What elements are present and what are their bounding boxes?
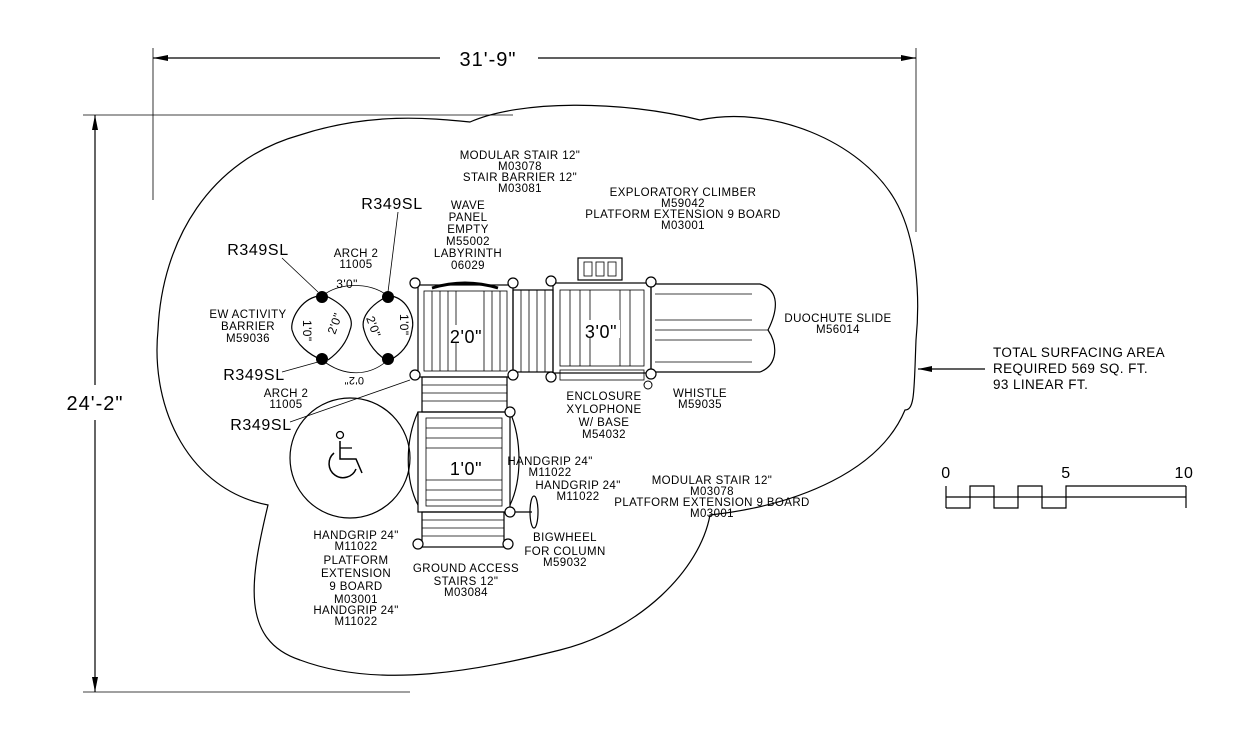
modular-stair-top-4: M03081 [498, 183, 542, 195]
width-dimension: 31'-9" [152, 48, 917, 232]
modular-stair-top-1: MODULAR STAIR 12" [460, 150, 581, 162]
r349-top: R349SL [361, 196, 422, 213]
left-bottom-3: PLATFORM [324, 555, 389, 567]
arch-height-left: 1'0" [300, 320, 314, 342]
height-dimension: 24'-2" [67, 114, 513, 693]
ground-access-1: GROUND ACCESS [413, 563, 519, 575]
ground-access-2: STAIRS 12" [434, 576, 499, 588]
arch-height-mid-a: 2'0" [325, 311, 346, 336]
deck-height-a: 2'0" [450, 327, 482, 347]
scale-label-10: 10 [1175, 465, 1194, 482]
left-bottom-8: M11022 [334, 616, 377, 628]
height-dimension-label: 24'-2" [67, 393, 124, 415]
labels-layer: MODULAR STAIR 12" M03078 STAIR BARRIER 1… [209, 150, 891, 628]
wave-panel-5: LABYRINTH [434, 248, 502, 260]
handgrip-a-1: HANDGRIP 24" [507, 456, 592, 468]
wave-panel-2: PANEL [449, 212, 488, 224]
arch-height-right: 1'0" [397, 314, 411, 336]
arch-bottom-2: 11005 [269, 399, 302, 411]
ground-access-3: M03084 [444, 587, 488, 599]
exploratory-climber-3: PLATFORM EXTENSION 9 BOARD [585, 209, 781, 221]
scale-label-0: 0 [941, 465, 951, 482]
left-bottom-1: HANDGRIP 24" [313, 530, 398, 542]
left-bottom-7: HANDGRIP 24" [313, 605, 398, 617]
bigwheel-2: FOR COLUMN [524, 546, 605, 558]
modular-stair-right-2: M03078 [690, 486, 734, 498]
left-bottom-6: M03001 [334, 594, 378, 606]
modular-stair-top-2: M03078 [498, 161, 542, 173]
r349-mid: R349SL [223, 367, 284, 384]
arch-bottom-1: ARCH 2 [264, 388, 309, 400]
width-dimension-label: 31'-9" [460, 49, 517, 71]
play-structure: 2'0" 3'0" [407, 257, 776, 550]
r349-left: R349SL [227, 242, 288, 259]
left-bottom-4: EXTENSION [321, 568, 391, 580]
scale-label-5: 5 [1061, 465, 1071, 482]
surfacing-boundary [156, 104, 919, 676]
ew-activity-1: EW ACTIVITY [209, 309, 286, 321]
modular-stair-right-3: PLATFORM EXTENSION 9 BOARD [614, 497, 810, 509]
bigwheel-3: M59032 [543, 557, 587, 569]
r349-leaders [281, 211, 411, 423]
whistle-1: WHISTLE [673, 388, 727, 400]
r349-bottom: R349SL [230, 417, 291, 434]
arch-height-bottom: 0'2" [344, 374, 364, 386]
enclosure-2: XYLOPHONE [566, 404, 641, 416]
modular-stair-top-3: STAIR BARRIER 12" [463, 172, 577, 184]
wave-panel-3: EMPTY [447, 224, 489, 236]
whistle-2: M59035 [678, 399, 722, 411]
duochute-1: DUOCHUTE SLIDE [784, 313, 891, 325]
handgrip-b-2: M11022 [556, 491, 599, 503]
wave-panel-4: M55002 [446, 236, 490, 248]
exploratory-climber-1: EXPLORATORY CLIMBER [610, 187, 757, 199]
exploratory-climber-2: M59042 [661, 198, 705, 210]
ew-activity-2: BARRIER [221, 321, 275, 333]
enclosure-1: ENCLOSURE [566, 391, 641, 403]
modular-stair-right-1: MODULAR STAIR 12" [652, 475, 773, 487]
accessible-transfer-area [289, 397, 411, 519]
left-bottom-5: 9 BOARD [329, 581, 382, 593]
left-bottom-2: M11022 [334, 541, 377, 553]
duochute-2: M56014 [816, 324, 860, 336]
arch-structure: 3'0" 1'0" 2'0" 2'0" 1'0" 0'2" [291, 277, 414, 386]
modular-stair-right-4: M03001 [690, 508, 734, 520]
wave-panel-1: WAVE [451, 200, 485, 212]
enclosure-3: W/ BASE [579, 417, 630, 429]
surfacing-note: TOTAL SURFACING AREA REQUIRED 569 SQ. FT… [918, 345, 1165, 392]
handgrip-b-1: HANDGRIP 24" [535, 480, 620, 492]
scale-bar: 0 5 10 [941, 465, 1194, 509]
arch-top-1: ARCH 2 [334, 248, 379, 260]
ew-activity-3: M59036 [226, 333, 270, 345]
bigwheel-1: BIGWHEEL [533, 532, 597, 544]
enclosure-4: M54032 [582, 429, 626, 441]
wave-panel-6: 06029 [451, 260, 485, 272]
arch-height-mid-b: 2'0" [363, 314, 384, 339]
deck-height-b: 3'0" [585, 322, 617, 342]
surfacing-line-1: TOTAL SURFACING AREA [993, 345, 1165, 360]
handgrip-a-2: M11022 [528, 467, 571, 479]
wheelchair-icon [328, 430, 363, 479]
exploratory-climber-4: M03001 [661, 220, 705, 232]
surfacing-line-3: 93 LINEAR FT. [993, 377, 1088, 392]
arch-top-2: 11005 [339, 259, 372, 271]
arch-height-top: 3'0" [336, 277, 358, 291]
surfacing-line-2: REQUIRED 569 SQ. FT. [993, 361, 1148, 376]
deck-height-c: 1'0" [450, 459, 482, 479]
